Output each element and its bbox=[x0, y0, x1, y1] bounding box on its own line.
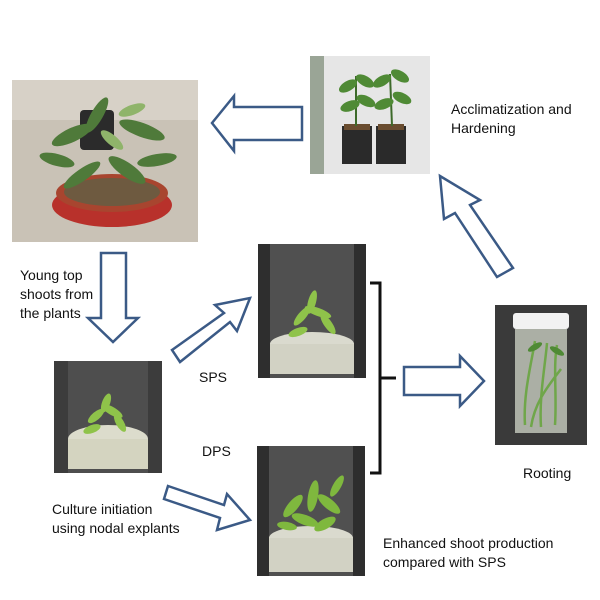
arrow-dps-icon bbox=[162, 484, 253, 532]
arrow-left-icon bbox=[210, 92, 304, 155]
arrow-right-icon bbox=[402, 352, 486, 410]
mother-plant-photo bbox=[12, 80, 198, 242]
sps-culture-photo bbox=[258, 244, 366, 378]
rooting-label: Rooting bbox=[523, 465, 572, 481]
dps-label: DPS bbox=[202, 443, 231, 459]
culture-initiation-label: Culture initiation using nodal explants bbox=[52, 501, 180, 536]
hardening-photo bbox=[310, 56, 430, 174]
bracket-icon bbox=[370, 281, 396, 475]
explant-culture-photo bbox=[54, 361, 162, 473]
arrow-sps-icon bbox=[170, 296, 253, 364]
arrow-down-icon bbox=[84, 251, 142, 344]
rooting-photo bbox=[495, 305, 587, 445]
dps-culture-photo bbox=[257, 446, 365, 576]
arrow-up-icon bbox=[438, 173, 515, 279]
sps-label: SPS bbox=[199, 369, 228, 385]
young-shoots-label: Young top shoots from the plants bbox=[20, 267, 94, 321]
enhanced-shoot-label: Enhanced shoot production compared with … bbox=[383, 535, 554, 570]
acclimatization-label: Acclimatization and Hardening bbox=[451, 101, 572, 136]
